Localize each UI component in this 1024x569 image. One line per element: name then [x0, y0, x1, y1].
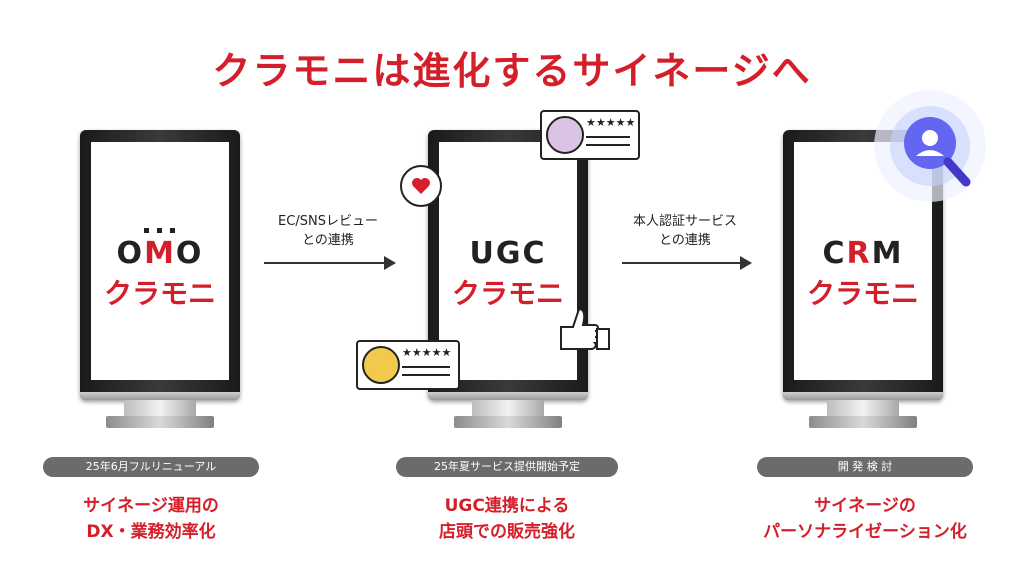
- logo-kuramoni: クラモニ: [806, 277, 919, 310]
- status-badge: 開 発 検 討: [757, 457, 973, 477]
- star-rating-icon: ★★★★★: [586, 116, 636, 129]
- arrow-right-icon: [264, 256, 396, 270]
- arrow-right-icon: [622, 256, 752, 270]
- person-avatar-icon: [546, 116, 584, 154]
- review-bubble-bottom: ★★★★★: [356, 340, 460, 390]
- caption-crm: サイネージのパーソナライゼーション化: [763, 496, 967, 542]
- kiosk-omo: OMO クラモニ: [80, 130, 240, 430]
- arrow-label-2: 本人認証サービスとの連携: [632, 214, 737, 248]
- kiosk-screen: OMO クラモニ: [91, 142, 229, 380]
- status-badge: 25年6月フルリニューアル: [43, 457, 259, 477]
- kiosk-frame: CRM クラモニ: [783, 130, 943, 400]
- logo-omo: OMO: [116, 236, 204, 271]
- kiosk-crm: CRM クラモニ: [783, 130, 943, 430]
- arrow-label-1: EC/SNSレビューとの連携: [278, 214, 378, 248]
- logo-kuramoni: クラモニ: [451, 277, 564, 310]
- logo-dots: [144, 228, 176, 233]
- kiosk-screen: CRM クラモニ: [794, 142, 932, 380]
- thumbs-up-icon: [555, 305, 611, 357]
- kiosk-frame: OMO クラモニ: [80, 130, 240, 400]
- logo-ugc: UGC: [469, 236, 547, 271]
- review-bubble-top: ★★★★★: [540, 110, 640, 160]
- star-rating-icon: ★★★★★: [402, 346, 452, 359]
- magnifier-icon: [860, 88, 1000, 208]
- caption-ugc: UGC連携による店頭での販売強化: [439, 496, 575, 542]
- page-title: クラモニは進化するサイネージへ: [212, 49, 812, 93]
- heart-icon: [400, 165, 442, 207]
- logo-crm: CRM: [822, 236, 904, 271]
- logo-kuramoni: クラモニ: [103, 277, 216, 310]
- kiosk-ugc: UGC クラモニ: [428, 130, 588, 430]
- status-badge: 25年夏サービス提供開始予定: [396, 457, 618, 477]
- person-avatar-icon: [362, 346, 400, 384]
- kiosk-screen: UGC クラモニ: [439, 142, 577, 380]
